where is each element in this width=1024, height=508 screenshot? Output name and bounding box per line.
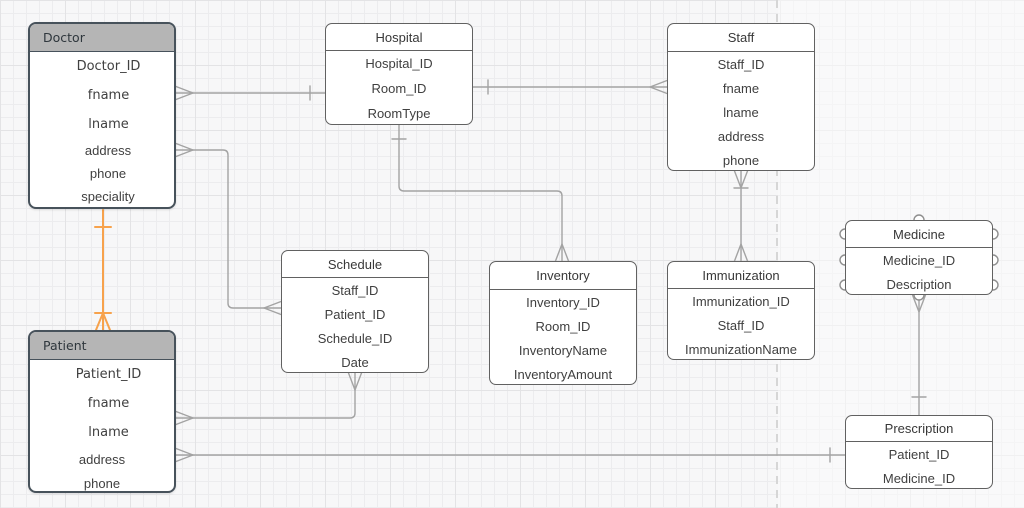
- entity-inventory[interactable]: Inventory Inventory_ID Room_ID Inventory…: [489, 261, 637, 385]
- field-inventory-id[interactable]: Inventory_ID: [526, 294, 600, 310]
- crowfoot-many-schedule: [347, 372, 363, 391]
- field-doctor-phone[interactable]: phone: [89, 166, 127, 181]
- entity-immunization[interactable]: Immunization Immunization_ID Staff_ID Im…: [667, 261, 815, 360]
- field-medicine-id[interactable]: Medicine_ID: [882, 252, 956, 268]
- crowfoot-many-medicine: [911, 294, 927, 313]
- field-inventory-room-id[interactable]: Room_ID: [535, 318, 591, 334]
- field-immunization-name[interactable]: ImmunizationName: [685, 341, 797, 357]
- field-prescription-patient-id[interactable]: Patient_ID: [888, 446, 950, 462]
- entity-medicine-title: Medicine: [846, 221, 992, 248]
- field-schedule-date[interactable]: Date: [341, 354, 369, 370]
- field-doctor-address[interactable]: address: [84, 143, 132, 158]
- crowfoot-many-doctor: [175, 85, 194, 101]
- edge-hospital-staff[interactable]: [472, 79, 668, 95]
- field-staff-phone[interactable]: phone: [722, 152, 760, 168]
- entity-hospital[interactable]: Hospital Hospital_ID Room_ID RoomType: [325, 23, 473, 125]
- entity-patient-title: Patient: [30, 332, 174, 360]
- field-patient-phone[interactable]: phone: [83, 475, 121, 491]
- field-patient-lname[interactable]: lname: [88, 425, 129, 440]
- field-hospital-roomtype[interactable]: RoomType: [367, 106, 431, 121]
- field-hospital-id[interactable]: Hospital_ID: [365, 56, 433, 71]
- entity-inventory-title: Inventory: [490, 262, 636, 290]
- entity-medicine[interactable]: Medicine Medicine_ID Description: [845, 220, 993, 295]
- crowfoot-many-patient: [95, 312, 111, 331]
- field-immunization-id[interactable]: Immunization_ID: [692, 293, 790, 309]
- field-schedule-staff-id[interactable]: Staff_ID: [331, 282, 379, 298]
- entity-staff-title: Staff: [668, 24, 814, 52]
- edge-doctor-schedule[interactable]: [175, 142, 282, 316]
- crowfoot-many-immunization: [733, 243, 749, 262]
- field-staff-address[interactable]: address: [717, 128, 765, 144]
- entity-doctor-title: Doctor: [30, 24, 174, 52]
- field-staff-lname[interactable]: lname: [723, 104, 759, 120]
- edge-doctor-hospital[interactable]: [175, 85, 326, 101]
- entity-schedule[interactable]: Schedule Staff_ID Patient_ID Schedule_ID…: [281, 250, 429, 373]
- edge-doctor-patient[interactable]: [94, 209, 112, 331]
- field-staff-id[interactable]: Staff_ID: [717, 56, 765, 72]
- field-patient-id[interactable]: Patient_ID: [75, 367, 142, 382]
- crowfoot-many-patient: [175, 410, 194, 426]
- field-patient-fname[interactable]: fname: [87, 396, 130, 411]
- edge-schedule-patient[interactable]: [175, 372, 363, 426]
- entity-doctor[interactable]: Doctor Doctor_ID fname lname address pho…: [28, 22, 176, 209]
- edge-medicine-prescription[interactable]: [911, 294, 927, 416]
- crowfoot-many-inventory: [554, 243, 570, 262]
- field-medicine-description[interactable]: Description: [886, 276, 952, 292]
- crowfoot-many-patient: [175, 447, 194, 463]
- field-doctor-fname[interactable]: fname: [87, 88, 130, 103]
- entity-prescription-title: Prescription: [846, 416, 992, 442]
- field-schedule-patient-id[interactable]: Patient_ID: [324, 306, 386, 322]
- entity-patient[interactable]: Patient Patient_ID fname lname address p…: [28, 330, 176, 493]
- entity-immunization-title: Immunization: [668, 262, 814, 289]
- field-doctor-lname[interactable]: lname: [88, 117, 129, 132]
- field-inventory-name[interactable]: InventoryName: [518, 342, 608, 358]
- field-staff-fname[interactable]: fname: [722, 80, 760, 96]
- field-prescription-medicine-id[interactable]: Medicine_ID: [882, 470, 956, 486]
- field-inventory-amount[interactable]: InventoryAmount: [513, 366, 613, 382]
- crowfoot-many-schedule: [263, 300, 282, 316]
- field-immunization-staff-id[interactable]: Staff_ID: [717, 317, 765, 333]
- edge-hospital-inventory[interactable]: [391, 122, 570, 262]
- entity-staff[interactable]: Staff Staff_ID fname lname address phone: [667, 23, 815, 171]
- crowfoot-many-staff: [649, 79, 668, 95]
- field-patient-address[interactable]: address: [78, 451, 126, 467]
- crowfoot-many-staff: [733, 170, 749, 189]
- field-doctor-id[interactable]: Doctor_ID: [76, 59, 141, 74]
- field-hospital-room-id[interactable]: Room_ID: [371, 81, 427, 96]
- entity-prescription[interactable]: Prescription Patient_ID Medicine_ID: [845, 415, 993, 489]
- entity-schedule-title: Schedule: [282, 251, 428, 278]
- entity-hospital-title: Hospital: [326, 24, 472, 51]
- field-schedule-id[interactable]: Schedule_ID: [317, 330, 393, 346]
- field-doctor-speciality[interactable]: speciality: [81, 189, 135, 204]
- crowfoot-many-doctor: [175, 142, 194, 158]
- edge-patient-prescription[interactable]: [175, 447, 846, 463]
- edge-staff-immunization[interactable]: [733, 170, 749, 262]
